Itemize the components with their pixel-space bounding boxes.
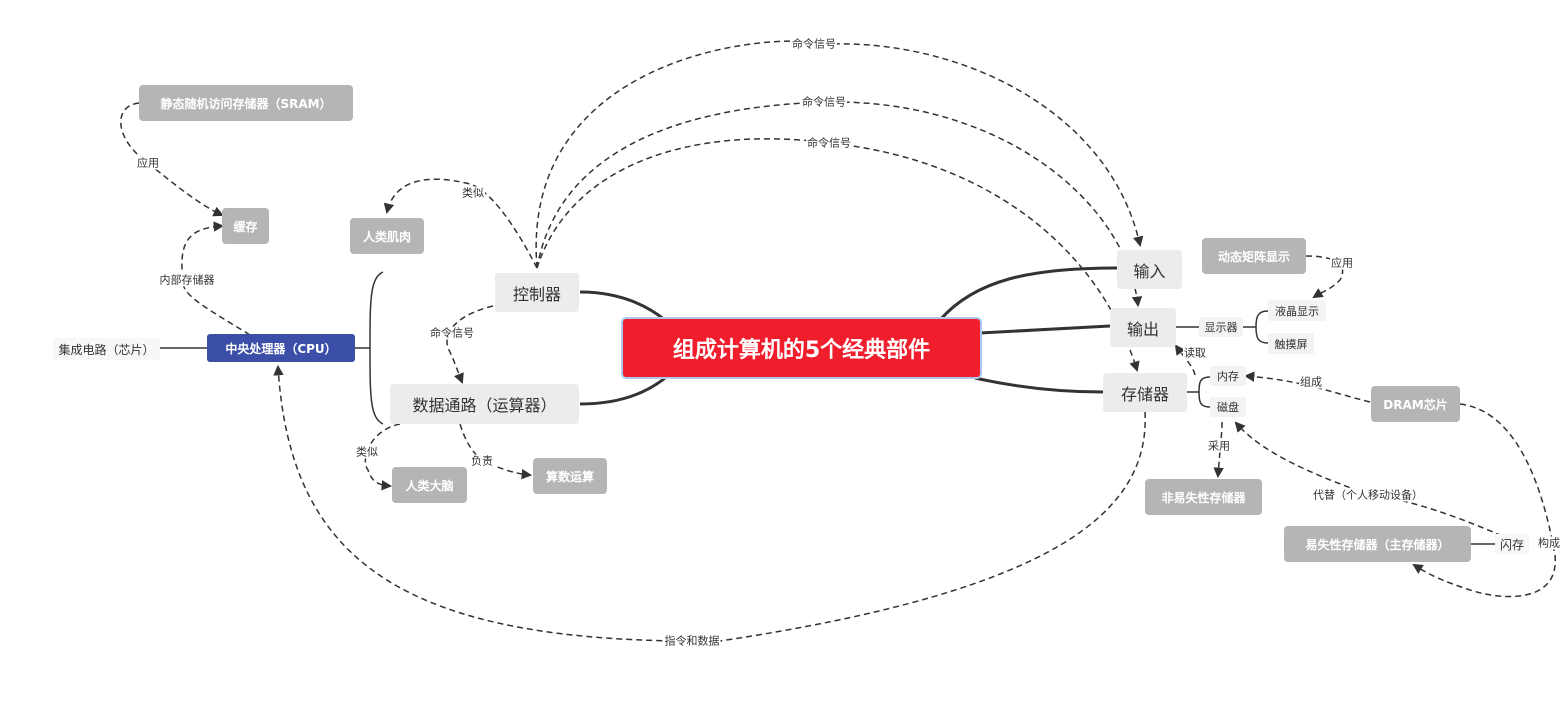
node-dram-chip[interactable]: DRAM芯片	[1371, 386, 1460, 422]
node-nonvolatile-memory[interactable]: 非易失性存储器	[1145, 479, 1262, 515]
label-cmd-output: 命令信号	[801, 95, 847, 109]
bracket-cpu	[369, 271, 384, 425]
central-topic[interactable]: 组成计算机的5个经典部件	[623, 319, 980, 377]
label-cmd-memory: 命令信号	[806, 136, 852, 150]
dash-read-output	[1174, 344, 1196, 376]
dash-cmd-output	[536, 101, 1143, 308]
dash-flash-disk	[1234, 421, 1521, 545]
node-touchscreen[interactable]: 触摸屏	[1268, 333, 1314, 354]
node-ram[interactable]: 内存	[1210, 366, 1246, 386]
node-integrated-circuit[interactable]: 集成电路（芯片）	[53, 338, 160, 360]
label-similar-muscle: 类似	[461, 186, 485, 200]
label-adopt: 采用	[1207, 439, 1231, 453]
dash-dram-ram	[1243, 371, 1371, 403]
label-internal-memory: 内部存储器	[158, 273, 216, 287]
dash-responsible-arith	[459, 423, 533, 480]
label-instructions-data: 指令和数据	[663, 634, 721, 648]
node-flash[interactable]: 闪存	[1495, 534, 1529, 554]
label-similar-brain: 类似	[355, 445, 379, 459]
branch-line-datapath	[579, 376, 666, 406]
node-cache[interactable]: 缓存	[222, 208, 269, 244]
label-replace: 代替（个人移动设备）	[1312, 488, 1424, 502]
branch-line-input	[938, 266, 1118, 321]
branch-line-output	[979, 324, 1111, 335]
dash-similar-muscle	[383, 178, 538, 269]
branch-datapath[interactable]: 数据通路（运算器）	[390, 384, 579, 424]
node-disk[interactable]: 磁盘	[1210, 397, 1246, 417]
branch-output[interactable]: 输出	[1110, 308, 1176, 347]
node-display[interactable]: 显示器	[1199, 317, 1243, 337]
node-lcd[interactable]: 液晶显示	[1268, 300, 1326, 321]
node-active-matrix[interactable]: 动态矩阵显示	[1202, 238, 1306, 274]
label-compose-ram: 组成	[1299, 375, 1323, 389]
branch-input[interactable]: 输入	[1117, 250, 1182, 289]
dash-cmd-datapath	[446, 305, 494, 384]
dash-cmd-input	[535, 40, 1144, 269]
branch-memory[interactable]: 存储器	[1103, 373, 1187, 412]
node-human-brain[interactable]: 人类大脑	[392, 467, 467, 503]
dash-similar-brain	[364, 423, 401, 491]
dash-cpu-cache	[181, 221, 251, 336]
label-responsible: 负责	[470, 454, 494, 468]
node-volatile-memory[interactable]: 易失性存储器（主存储器）	[1284, 526, 1471, 562]
dash-dram-volatile	[1412, 403, 1556, 598]
bracket-display	[1255, 310, 1269, 344]
branch-controller[interactable]: 控制器	[495, 273, 579, 312]
dash-apply-lcd	[1305, 255, 1344, 299]
branch-line-memory	[974, 376, 1104, 394]
node-human-muscle[interactable]: 人类肌肉	[350, 218, 424, 254]
label-cmd-input: 命令信号	[791, 37, 837, 51]
label-apply-sram: 应用	[136, 156, 160, 170]
label-apply-lcd: 应用	[1330, 256, 1354, 270]
node-cpu[interactable]: 中央处理器（CPU）	[207, 334, 355, 362]
label-read: 读取	[1183, 346, 1207, 360]
bracket-memory	[1198, 376, 1211, 408]
label-compose-volatile: 构成	[1537, 536, 1561, 550]
branch-line-controller	[579, 290, 666, 322]
dash-cmd-memory	[536, 138, 1140, 373]
node-arithmetic[interactable]: 算数运算	[533, 458, 607, 494]
dash-sram-cache	[120, 102, 224, 217]
label-cmd-datapath: 命令信号	[429, 326, 475, 340]
node-sram[interactable]: 静态随机访问存储器（SRAM）	[139, 85, 353, 121]
